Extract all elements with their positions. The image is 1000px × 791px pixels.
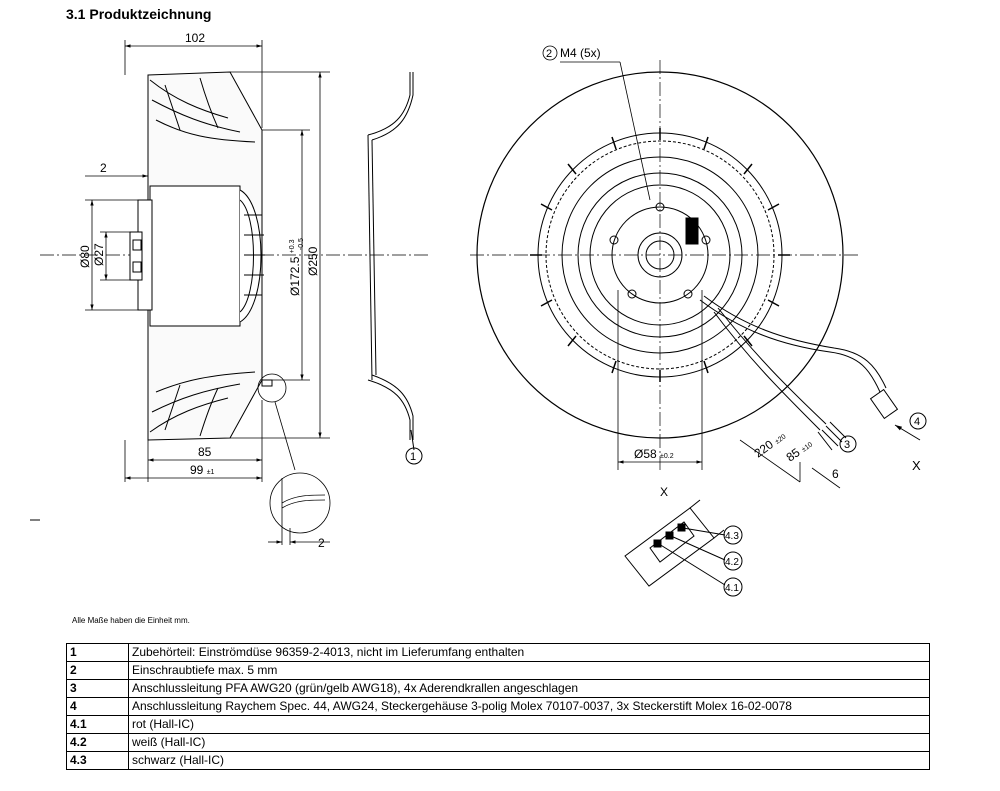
legend-num: 2 [66,661,129,680]
dim-d27: Ø27 [92,243,106,266]
dim-99-tol: ±1 [207,469,215,476]
dim-d172-tol-plus: +0.3 [289,239,296,253]
dim-99: 99 ±1 [190,463,215,477]
dim-d172-value: Ø172.5 [288,256,302,296]
callout-4-3: 4.3 [725,531,739,542]
unit-note: Alle Maße haben die Einheit mm. [72,616,190,625]
ring-clips [530,128,790,382]
dim-m4: M4 (5x) [560,46,601,60]
dim-d58: Ø58 ±0.2 [634,447,674,461]
legend-text: Einschraubtiefe max. 5 mm [128,661,930,680]
callout-4-2: 4.2 [725,557,739,568]
legend-text: rot (Hall-IC) [128,715,930,734]
legend-text: weiß (Hall-IC) [128,733,930,752]
dim-2-detail: 2 [318,536,325,550]
dim-85-cable-tol: ±10 [801,441,815,454]
dim-d80: Ø80 [78,245,92,268]
dim-99-value: 99 [190,463,204,477]
dim-d172: Ø172.5 +0.3 -0.5 [283,236,305,296]
dim-d172-tol-minus: -0.5 [298,238,305,250]
front-view [470,60,927,470]
callout-1: 1 [410,451,416,463]
connector-view [624,499,743,597]
dim-d58-tol: ±0.2 [660,453,674,460]
legend-num: 3 [66,679,129,698]
dim-220-value: 220 [752,437,777,460]
dim-220: 220 ±20 [752,428,789,460]
view-x-title: X [660,485,668,499]
legend-text: Anschlussleitung Raychem Spec. 44, AWG24… [128,697,930,716]
legend-text: schwarz (Hall-IC) [128,751,930,770]
legend-num: 1 [66,643,129,662]
dim-6: 6 [832,467,839,481]
legend-num: 4.1 [66,715,129,734]
detail-view [268,472,331,545]
legend-text: Zubehörteil: Einströmdüse 96359-2-4013, … [128,643,930,662]
callout-4: 4 [914,416,920,428]
dim-d250: Ø250 [306,246,320,276]
view-x-mark: X [912,458,921,473]
dim-85-cable: 85 ±10 [784,436,815,464]
dim-85: 85 [198,445,212,459]
inlet-nozzle [348,72,430,465]
dim-d58-value: Ø58 [634,447,657,461]
legend-num: 4.3 [66,751,129,770]
page-title: 3.1 Produktzeichnung [66,6,212,22]
side-view-dimensions [85,40,330,482]
dim-220-tol: ±20 [774,433,788,446]
callout-2: 2 [546,48,552,60]
technical-drawing: 102 2 Ø80 Ø27 Ø172.5 +0.3 -0.5 Ø250 85 9… [30,31,927,597]
dim-2-top: 2 [100,161,107,175]
side-view [40,71,345,441]
callout-3: 3 [844,439,850,451]
legend-num: 4.2 [66,733,129,752]
legend-num: 4 [66,697,129,716]
front-view-dimensions [542,45,841,489]
legend-text: Anschlussleitung PFA AWG20 (grün/gelb AW… [128,679,930,698]
dim-width-102: 102 [185,31,205,45]
callout-4-1: 4.1 [725,583,739,594]
